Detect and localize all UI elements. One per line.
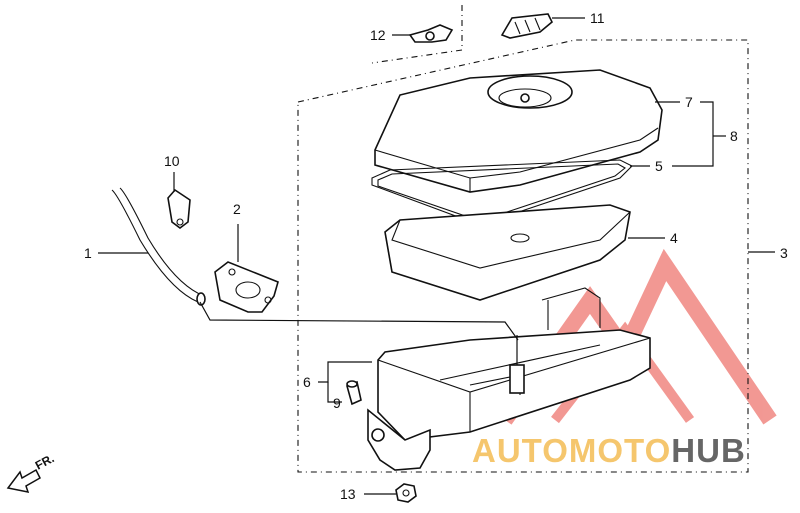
callout-6: 6 [303,374,311,390]
leader-lines [98,101,775,495]
gasket-plate-part [214,261,279,313]
watermark-text-automoto: AUTOMOTO [472,432,671,469]
watermark-text-hub: HUB [671,432,746,469]
breather-tube-part [111,187,206,306]
air-cleaner-cover [374,69,663,193]
callout-8: 8 [730,128,738,144]
flange-nut-part [395,483,417,503]
callout-11: 11 [590,10,605,26]
callout-9: 9 [333,395,341,411]
cover-seal-gasket [371,159,633,226]
callout-4: 4 [670,230,678,246]
front-direction-arrow [6,468,41,493]
collar-part [346,380,362,406]
assembly-frame [297,5,749,473]
tube-clamp-part [167,188,191,229]
callout-2: 2 [233,201,241,217]
foam-element [384,204,631,301]
watermark-text: AUTOMOTOHUB [472,432,746,469]
callout-10: 10 [164,153,180,169]
air-cleaner-case [367,287,651,471]
latch-clip-part [500,13,585,39]
wing-nut-part [392,24,454,43]
callout-3: 3 [780,245,788,261]
callout-12: 12 [370,27,386,43]
callout-13: 13 [340,486,356,502]
callout-5: 5 [655,158,663,174]
callout-7: 7 [685,94,693,110]
callout-1: 1 [84,245,92,261]
